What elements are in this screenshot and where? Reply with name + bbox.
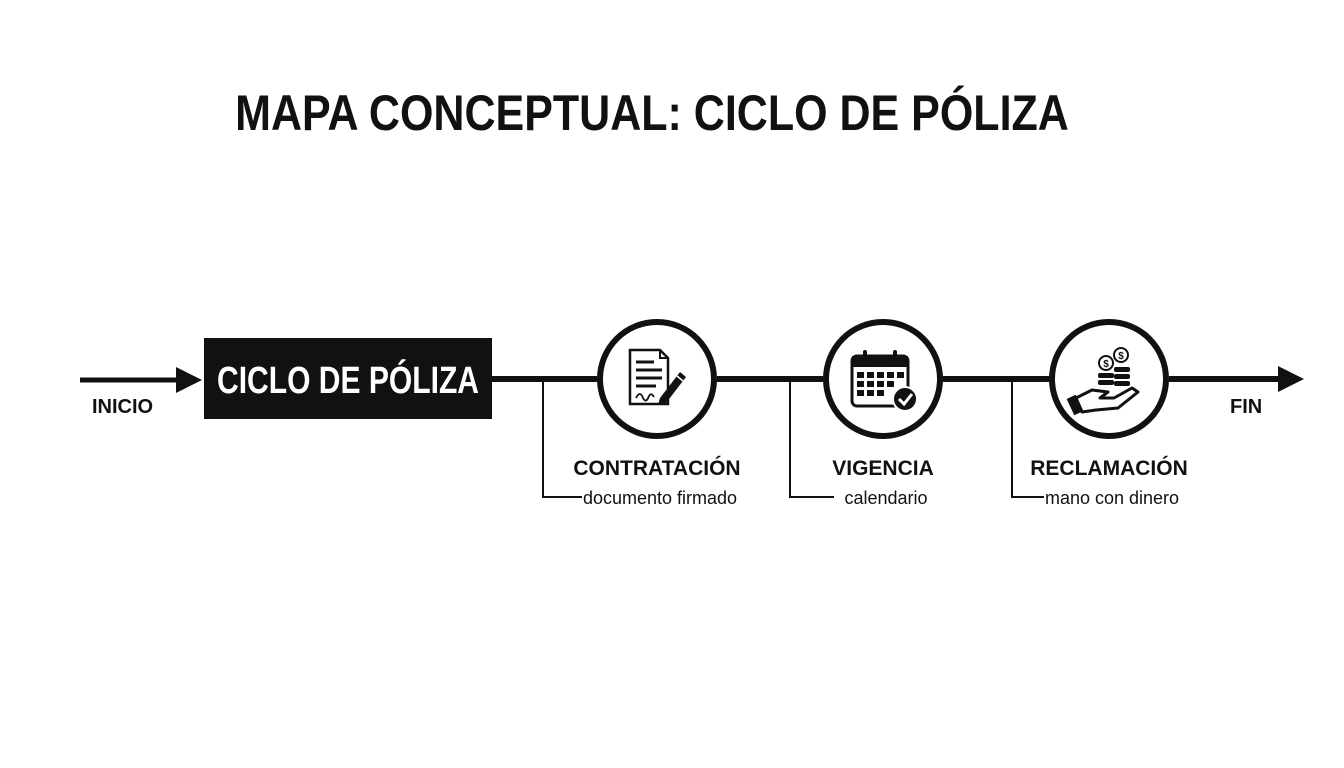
stage-description: documento firmado	[583, 488, 737, 508]
stage-name: VIGENCIA	[832, 457, 934, 480]
central-box-label: CICLO DE PÓLIZA	[217, 358, 479, 402]
stage-description: mano con dinero	[1045, 488, 1179, 508]
stage-name: RECLAMACIÓN	[1030, 456, 1188, 480]
end-label: FIN	[1230, 396, 1262, 418]
stage-description: calendario	[844, 488, 927, 508]
start-label: INICIO	[92, 396, 153, 418]
connector-vigencia	[789, 382, 834, 498]
central-box: CICLO DE PÓLIZA	[204, 338, 492, 419]
connector-reclamacion	[1011, 382, 1044, 498]
stage-vigencia: VIGENCIA calendario	[823, 319, 943, 508]
calendar-check-icon	[850, 350, 918, 412]
connector-contratacion	[542, 382, 582, 498]
stage-name: CONTRATACIÓN	[573, 456, 740, 480]
stage-contratacion: CONTRATACIÓN documento firmado	[573, 319, 741, 508]
hand-with-money-icon: $ $	[1066, 347, 1140, 416]
end-arrow	[1278, 366, 1304, 392]
stage-reclamacion: $ $ RECLAMACIÓN mano con dinero	[1030, 319, 1188, 508]
start-arrow	[80, 367, 202, 393]
signed-document-icon	[628, 348, 686, 406]
diagram-title: MAPA CONCEPTUAL: CICLO DE PÓLIZA	[235, 85, 1069, 141]
svg-text:$: $	[1103, 359, 1109, 370]
svg-text:$: $	[1118, 351, 1124, 362]
